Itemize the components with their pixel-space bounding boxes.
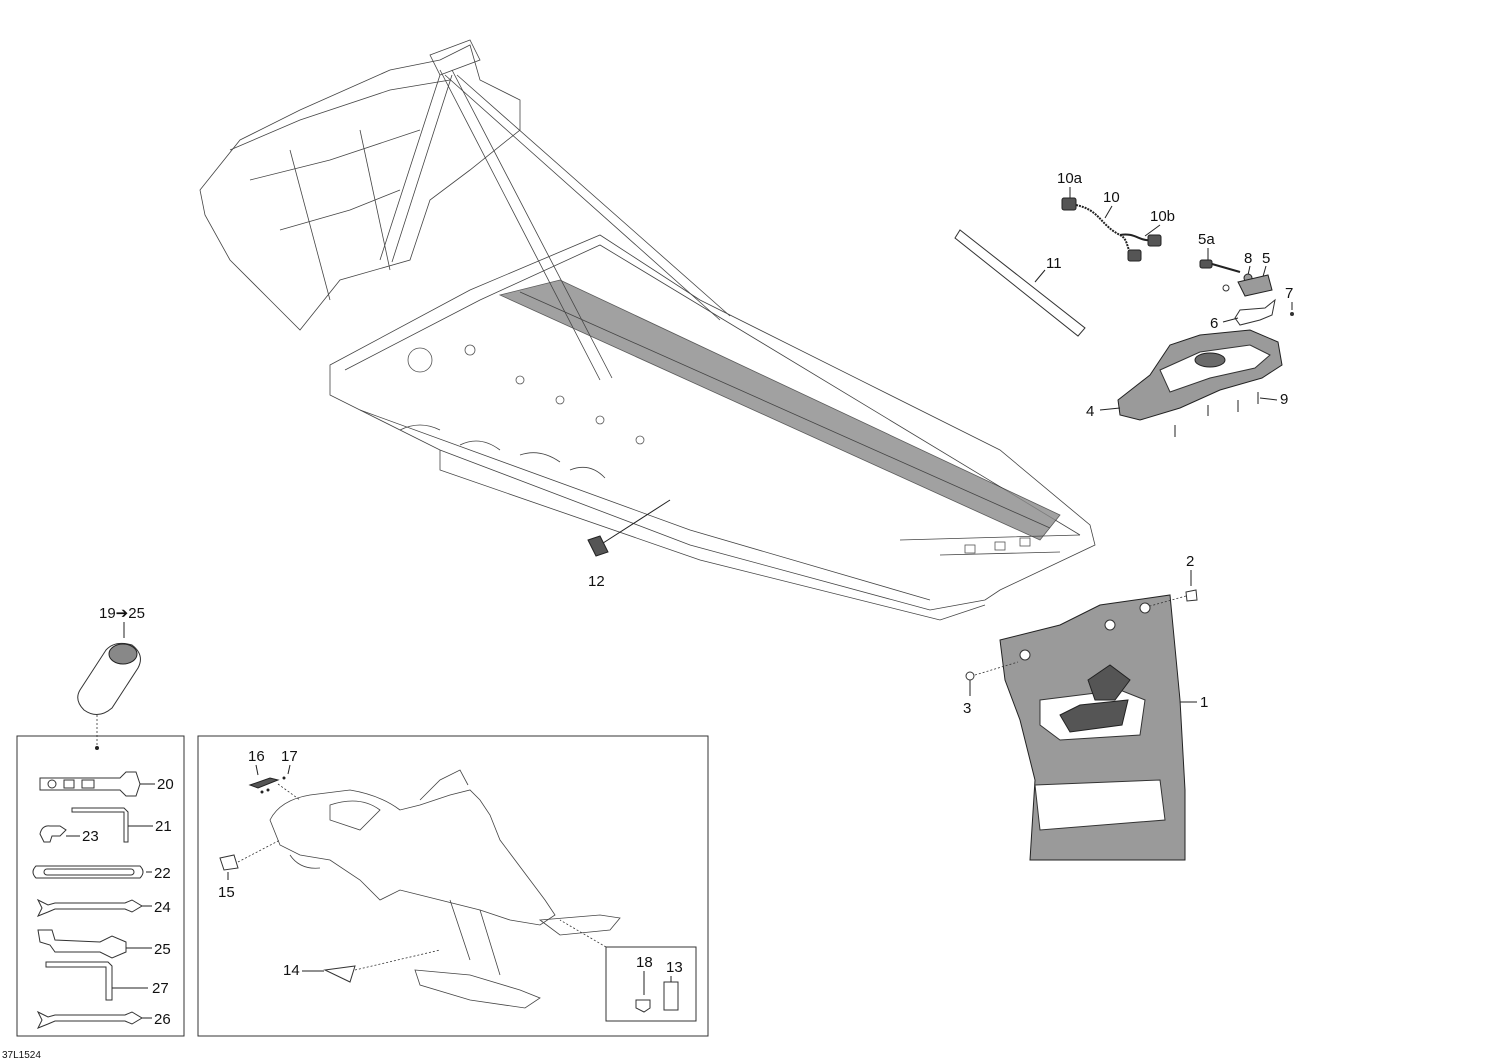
tool-kit-box: [16, 735, 185, 1037]
label-5a: 5a: [1198, 231, 1215, 248]
label-24: 24: [154, 899, 171, 916]
decal-subbox: [605, 946, 697, 1022]
label-3: 3: [963, 700, 971, 717]
label-2: 2: [1186, 553, 1194, 570]
label-15: 15: [218, 884, 235, 901]
label-22: 22: [154, 865, 171, 882]
label-18: 18: [636, 954, 653, 971]
decal-kit-group: 16 17 15 14 18 13: [197, 735, 709, 1037]
part-1-snowflap: 2 3 1: [963, 553, 1208, 861]
label-13: 13: [666, 959, 683, 976]
label-14: 14: [283, 962, 300, 979]
label-1: 1: [1200, 694, 1208, 711]
label-20: 20: [157, 776, 174, 793]
label-5: 5: [1262, 250, 1270, 267]
label-9: 9: [1280, 391, 1288, 408]
label-26: 26: [154, 1011, 171, 1028]
parts-5-to-8-light: 5a 8 5 6 7: [1198, 231, 1294, 332]
tool-kit-group: 19➔25 20 21 23 22 24 25: [16, 605, 185, 1037]
label-4: 4: [1086, 403, 1094, 420]
label-7: 7: [1285, 285, 1293, 302]
label-11: 11: [1046, 255, 1062, 272]
label-23: 23: [82, 828, 99, 845]
decal-box: [197, 735, 709, 1037]
label-19-25: 19➔25: [99, 605, 145, 622]
label-25: 25: [154, 941, 171, 958]
label-8: 8: [1244, 250, 1252, 267]
label-16: 16: [248, 748, 265, 765]
label-6: 6: [1210, 315, 1218, 332]
label-21: 21: [155, 818, 172, 835]
label-10b: 10b: [1150, 208, 1175, 225]
part-10-wiring-harness: 10a 10 10b: [1057, 170, 1175, 262]
part-11-strip: 11: [954, 229, 1086, 337]
label-12: 12: [588, 573, 605, 590]
label-27: 27: [152, 980, 169, 997]
part-4-rear-bumper-cover: 4 9: [1086, 329, 1288, 437]
drawing-code: 37L1524: [2, 1050, 41, 1061]
label-10a: 10a: [1057, 170, 1083, 187]
label-17: 17: [281, 748, 298, 765]
label-10: 10: [1103, 189, 1120, 206]
chassis-frame-drawing: [199, 39, 1096, 621]
part-12-clip: 12: [587, 499, 671, 590]
